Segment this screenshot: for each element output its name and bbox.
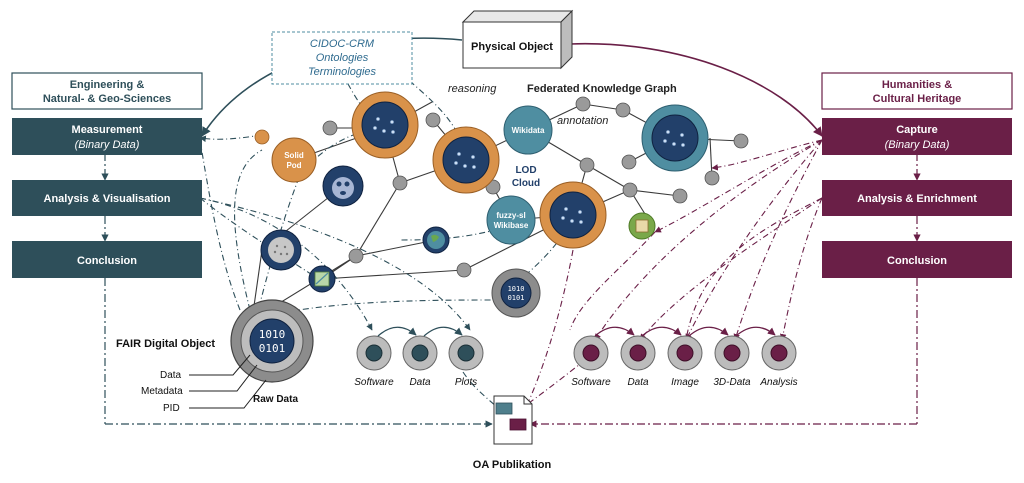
measurement-label: Measurement <box>72 124 143 136</box>
left-output-label: Data <box>409 377 431 388</box>
kg-title: Federated Knowledge Graph <box>527 83 677 95</box>
binary-line2: 0101 <box>508 294 525 302</box>
lod-hub-teal[interactable] <box>641 104 709 172</box>
physical-to-capture-curve <box>569 42 823 137</box>
publication-label: OA Publikation <box>473 459 552 471</box>
plots-to-publication <box>462 371 501 411</box>
fdo-title: FAIR Digital Object <box>116 338 215 350</box>
right-output-arc <box>641 326 682 337</box>
cidoc-line2: Ontologies <box>316 52 369 64</box>
right-output-label: 3D-Data <box>713 377 751 388</box>
right-output-arc <box>594 326 635 337</box>
cidoc-box[interactable]: CIDOC-CRM Ontologies Terminologies <box>271 31 413 85</box>
globe-icon[interactable] <box>422 226 450 254</box>
right-output-label: Data <box>627 377 649 388</box>
small-orange-node <box>254 129 270 145</box>
left-output-1[interactable]: Data <box>402 335 438 388</box>
lod-hub-1[interactable] <box>351 91 419 159</box>
left-header-box: Engineering & Natural- & Geo-Sciences <box>11 72 203 110</box>
analysis-visualisation-label: Analysis & Visualisation <box>44 193 171 205</box>
right-output-label: Software <box>571 377 611 388</box>
fdo-raw-label: Raw Data <box>253 394 298 405</box>
analysis-enrichment-label: Analysis & Enrichment <box>857 193 977 205</box>
left-output-2[interactable]: Plots <box>448 335 484 388</box>
annotation-label: annotation <box>557 115 608 127</box>
solid-line2: Pod <box>286 161 301 170</box>
solid-pod-node[interactable]: Solid Pod <box>271 137 317 183</box>
solid-line1: Solid <box>284 151 304 160</box>
right-output-3[interactable]: 3D-Data <box>713 335 751 388</box>
face-avatar-icon[interactable] <box>322 165 364 207</box>
fuzzy-line2: Wikibase <box>494 221 529 230</box>
lod-hub-2[interactable] <box>432 126 500 194</box>
measurement-sublabel: (Binary Data) <box>75 139 140 151</box>
manuscript-icon[interactable] <box>628 212 656 240</box>
right-output-label: Analysis <box>759 377 797 388</box>
capture-box[interactable]: Capture (Binary Data) <box>822 118 1012 155</box>
left-output-arc <box>423 326 463 337</box>
lod-cloud-line2: Cloud <box>512 178 540 189</box>
physical-object-label: Physical Object <box>471 41 553 53</box>
right-output-4[interactable]: Analysis <box>759 335 798 388</box>
right-conclusion-label: Conclusion <box>887 255 947 267</box>
fdo-bin1: 1010 <box>259 328 286 341</box>
lod-hub-3[interactable] <box>539 181 607 249</box>
network-cluster-icon[interactable] <box>260 229 302 271</box>
capture-sublabel: (Binary Data) <box>885 139 950 151</box>
right-output-arc <box>735 326 776 337</box>
map-icon[interactable] <box>308 265 336 293</box>
left-output-label: Plots <box>455 377 477 388</box>
right-conclusion-box[interactable]: Conclusion <box>822 241 1012 278</box>
right-output-label: Image <box>671 377 699 388</box>
capture-label: Capture <box>896 124 938 136</box>
right-header-line2: Cultural Heritage <box>873 93 962 105</box>
fdo-bin2: 0101 <box>259 342 286 355</box>
fdo-leaders <box>189 354 267 409</box>
cidoc-line3: Terminologies <box>308 66 377 78</box>
fuzzy-line1: fuzzy-sl <box>496 211 525 220</box>
fair-digital-object[interactable]: 1010 0101 <box>230 299 314 383</box>
measurement-box[interactable]: Measurement (Binary Data) <box>12 118 202 155</box>
right-header-line1: Humanities & <box>882 79 952 91</box>
left-output-0[interactable]: Software <box>354 335 394 388</box>
workflow-frame-right <box>529 153 921 428</box>
physical-object-box[interactable]: Physical Object <box>461 9 574 70</box>
cidoc-line1: CIDOC-CRM <box>310 38 375 50</box>
outputs-right: Software Data Image 3D-Data Analysis <box>571 326 798 388</box>
right-output-1[interactable]: Data <box>620 335 656 388</box>
reasoning-label: reasoning <box>448 83 497 95</box>
left-output-label: Software <box>354 377 394 388</box>
fdo-data-label: Data <box>160 370 182 381</box>
left-header-line2: Natural- & Geo-Sciences <box>43 93 171 105</box>
fuzzy-wikibase-node[interactable]: fuzzy-sl Wikibase <box>486 195 536 245</box>
binary-line1: 1010 <box>508 285 525 293</box>
wikidata-node[interactable]: Wikidata <box>503 105 553 155</box>
lod-cloud-line1: LOD <box>515 165 536 176</box>
left-conclusion-box[interactable]: Conclusion <box>12 241 202 278</box>
wikidata-label: Wikidata <box>512 126 545 135</box>
binary-data-node[interactable]: 1010 0101 <box>491 268 541 318</box>
outputs-left: Software Data Plots <box>354 326 484 388</box>
fdo-metadata-label: Metadata <box>141 386 183 397</box>
oa-publication-document[interactable] <box>493 395 533 445</box>
right-header-box: Humanities & Cultural Heritage <box>821 72 1013 110</box>
left-header-line1: Engineering & <box>70 79 145 91</box>
analysis-visualisation-box[interactable]: Analysis & Visualisation <box>12 180 202 216</box>
right-output-2[interactable]: Image <box>667 335 703 388</box>
left-output-arc <box>377 326 417 337</box>
right-output-0[interactable]: Software <box>571 335 611 388</box>
software-to-publication <box>521 359 586 409</box>
workflow-frame-left <box>101 153 493 428</box>
left-conclusion-label: Conclusion <box>77 255 137 267</box>
small-grey-nodes <box>322 96 749 278</box>
right-output-arc <box>688 326 729 337</box>
fdo-pid-label: PID <box>163 403 180 414</box>
analysis-enrichment-box[interactable]: Analysis & Enrichment <box>822 180 1012 216</box>
